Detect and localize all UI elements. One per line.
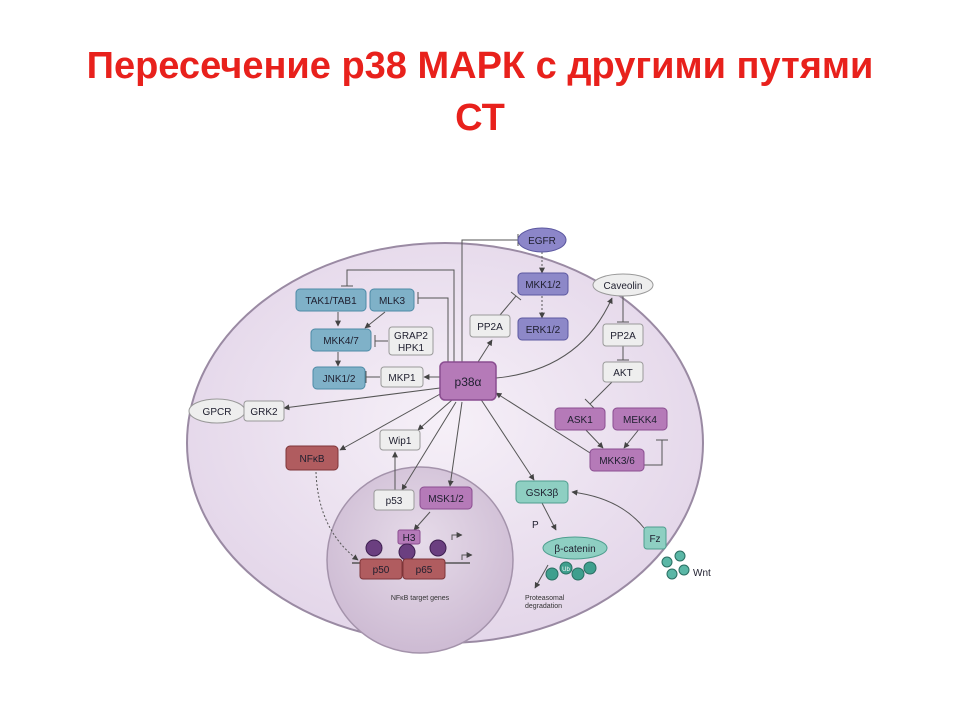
slide-title-line-2: СТ: [455, 97, 505, 139]
edge-fz-gsk3b: [571, 489, 645, 529]
label-p50: p50: [373, 565, 390, 576]
label-mlk3: MLK3: [379, 296, 406, 307]
label-jnk12: JNK1/2: [323, 374, 356, 385]
node-erk12: ERK1/2: [517, 317, 569, 341]
node-p38-alpha: p38α: [439, 361, 497, 401]
node-ask1: ASK1: [554, 407, 606, 431]
label-grap2: GRAP2: [394, 331, 428, 342]
tss-arrow-1: [451, 532, 463, 540]
label-erk12: ERK1/2: [526, 325, 561, 336]
node-wip1: Wip1: [379, 429, 421, 451]
label-degradation-1: Proteasomal: [525, 595, 565, 602]
label-msk12: MSK1/2: [428, 494, 464, 505]
edge-p38-wip1: [417, 399, 453, 431]
edge-p38-gsk3b: [479, 397, 535, 481]
label-ask1: ASK1: [567, 415, 593, 426]
label-p53: p53: [386, 496, 403, 507]
label-degradation-2: degradation: [525, 603, 562, 610]
label-fz: Fz: [649, 534, 660, 545]
node-mkk36: MKK3/6: [589, 448, 645, 472]
node-beta-catenin: β-catenin: [542, 536, 608, 560]
edge-mkk36-p38: [495, 392, 599, 459]
node-msk12: MSK1/2: [419, 486, 473, 510]
node-mlk3: MLK3: [369, 288, 415, 312]
node-jnk12: JNK1/2: [312, 366, 366, 390]
label-tak1: TAK1/TAB1: [305, 296, 357, 307]
ubiquitin-cluster: Ub: [545, 561, 597, 581]
edge-akt-ask1: [589, 381, 613, 405]
label-target-genes: NFκB target genes: [391, 595, 450, 602]
label-caveolin: Caveolin: [604, 281, 643, 292]
label-gpcr: GPCR: [203, 407, 232, 418]
label-ub: Ub: [562, 567, 570, 573]
label-beta-catenin: β-catenin: [554, 544, 595, 555]
label-pp2a-top: PP2A: [477, 322, 503, 333]
node-mekk4: MEKK4: [612, 407, 668, 431]
edge-right-mkk36: [644, 440, 663, 466]
edge-betacatenin-degradation: [534, 564, 549, 589]
edge-p38-msk12: [447, 401, 463, 487]
nucleosome-2: [398, 543, 416, 561]
node-akt: AKT: [602, 361, 644, 383]
edge-pp2a-mkk12: [499, 295, 517, 316]
edge-mekk4-mkk36: [623, 427, 641, 449]
label-hpk1: HPK1: [398, 343, 425, 354]
node-pp2a-top: PP2A: [469, 314, 511, 338]
label-mekk4: MEKK4: [623, 415, 657, 426]
edge-p38-pp2a: [477, 339, 493, 363]
node-grap2-hpk1: GRAP2 HPK1: [388, 326, 434, 356]
label-akt: AKT: [613, 368, 632, 379]
label-wnt: Wnt: [693, 568, 711, 579]
label-pp2a-right: PP2A: [610, 331, 636, 342]
node-mkp1: MKP1: [380, 366, 424, 388]
label-p38: p38α: [455, 375, 482, 389]
label-gsk3b: GSK3β: [526, 488, 559, 499]
node-p50: p50: [359, 558, 403, 580]
label-wip1: Wip1: [389, 436, 412, 447]
nucleosome-1: [365, 539, 383, 557]
tss-arrow-2: [461, 552, 473, 560]
node-mkk47: MKK4/7: [310, 328, 372, 352]
edge-p38-egfr: [461, 239, 518, 362]
label-phospho: P: [532, 520, 539, 531]
label-nfkb: NFκB: [300, 454, 325, 465]
node-p65: p65: [402, 558, 446, 580]
node-pp2a-right: PP2A: [602, 323, 644, 347]
node-p53: p53: [373, 489, 415, 511]
node-gpcr: GPCR: [188, 398, 246, 424]
edge-nfkb-promoter: [315, 471, 359, 561]
label-h3: H3: [403, 533, 416, 544]
node-grk2: GRK2: [243, 400, 285, 422]
edge-msk12-h3: [413, 511, 431, 531]
label-egfr: EGFR: [528, 236, 556, 247]
edge-p38-tak1: [346, 269, 455, 362]
node-caveolin: Caveolin: [592, 273, 654, 297]
edge-p38-nfkb: [339, 392, 443, 451]
label-mkk47: MKK4/7: [323, 336, 359, 347]
nucleosome-3: [429, 539, 447, 557]
node-mkk12: MKK1/2: [517, 272, 569, 296]
edge-p38-p53: [401, 401, 457, 491]
edge-p38-mlk3: [418, 297, 449, 362]
node-egfr: EGFR: [517, 227, 567, 253]
edge-p38-caveolin: [495, 297, 613, 379]
node-h3: H3: [397, 529, 421, 545]
node-nfkb: NFκB: [285, 445, 339, 471]
label-mkk36: MKK3/6: [599, 456, 635, 467]
edge-p38-grk2: [283, 387, 441, 411]
label-p65: p65: [416, 565, 433, 576]
node-fz: Fz: [643, 526, 667, 550]
wnt-ligands: [661, 550, 690, 580]
edge-mlk3-mkk47: [364, 311, 386, 329]
edge-ask1-mkk36: [583, 427, 604, 449]
slide-title-line-1: Пересечение р38 МАРК с другими путями: [86, 45, 874, 87]
label-mkk12: MKK1/2: [525, 280, 561, 291]
label-mkp1: MKP1: [388, 373, 416, 384]
node-gsk3b: GSK3β: [515, 480, 569, 504]
edge-gsk3b-betacatenin: [541, 502, 557, 531]
label-grk2: GRK2: [250, 407, 278, 418]
node-tak1-tab1: TAK1/TAB1: [295, 288, 367, 312]
